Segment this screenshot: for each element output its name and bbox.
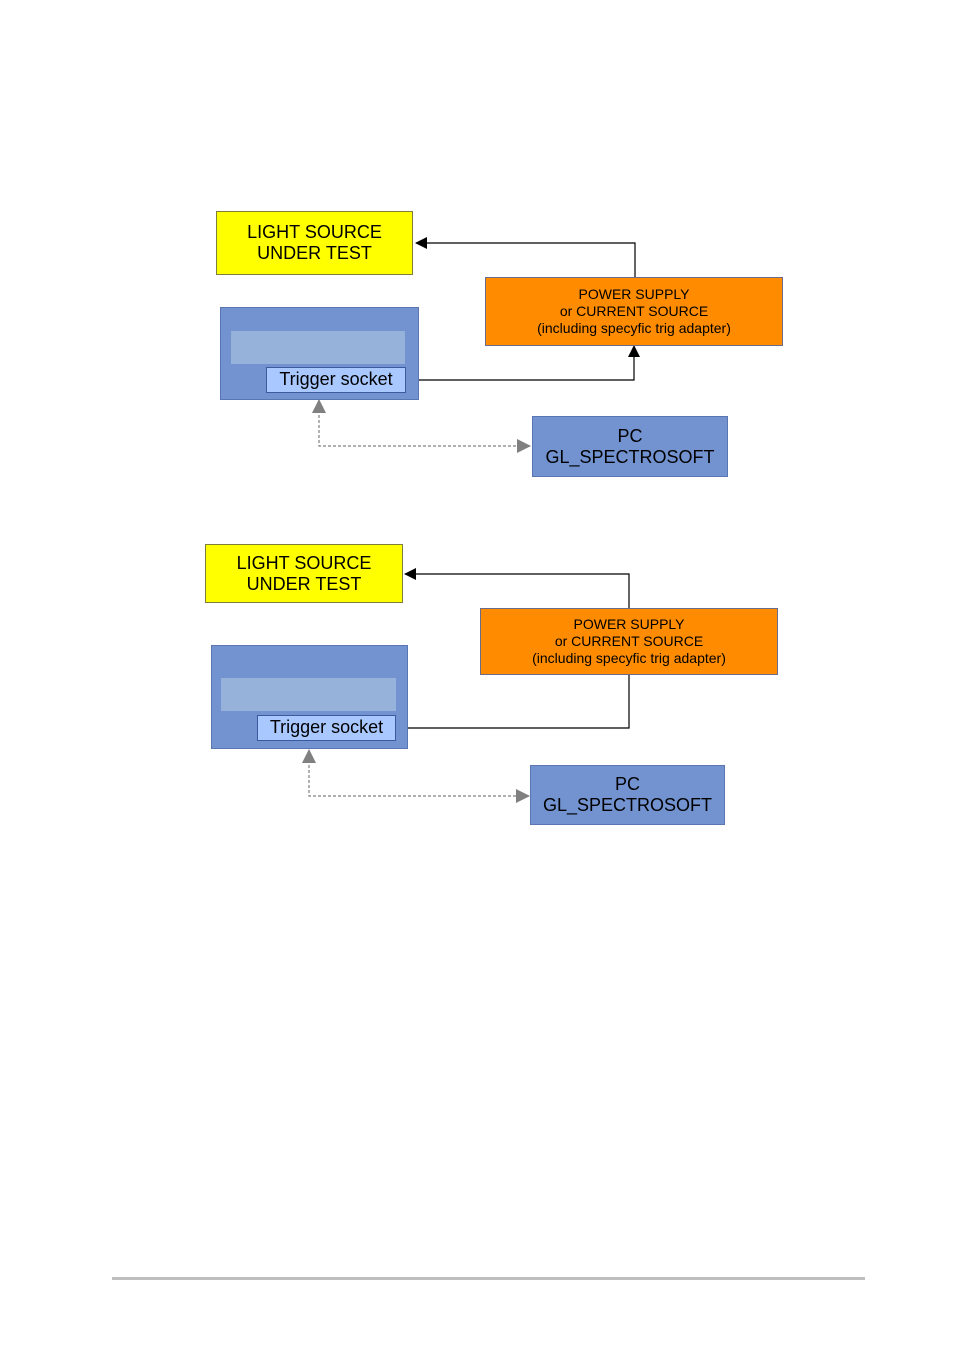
power-to-socket-arrow-2	[397, 675, 629, 728]
power-supply-box: POWER SUPPLY or CURRENT SOURCE (includin…	[485, 277, 783, 346]
power-supply-line2: or CURRENT SOURCE	[560, 303, 708, 320]
power-supply-line3: (including specyfic trig adapter)	[537, 320, 731, 337]
pc-line1: PC	[617, 426, 642, 447]
light-source-line2: UNDER TEST	[257, 243, 372, 264]
pc-line1: PC	[615, 774, 640, 795]
device-display	[221, 678, 396, 711]
power-to-light-arrow-1	[416, 243, 635, 278]
pc-box: PC GL_SPECTROSOFT	[530, 765, 725, 825]
power-supply-line1: POWER SUPPLY	[574, 616, 685, 633]
power-supply-line1: POWER SUPPLY	[579, 286, 690, 303]
power-supply-line2: or CURRENT SOURCE	[555, 633, 703, 650]
light-source-line1: LIGHT SOURCE	[237, 553, 372, 574]
power-supply-box: POWER SUPPLY or CURRENT SOURCE (includin…	[480, 608, 778, 675]
device-pc-link-2	[309, 750, 529, 796]
light-source-box: LIGHT SOURCE UNDER TEST	[216, 211, 413, 275]
light-source-box: LIGHT SOURCE UNDER TEST	[205, 544, 403, 603]
pc-box: PC GL_SPECTROSOFT	[532, 416, 728, 477]
pc-line2: GL_SPECTROSOFT	[543, 795, 712, 816]
socket-to-power-arrow-1	[405, 346, 634, 380]
trigger-socket-label: Trigger socket	[279, 369, 392, 389]
device-pc-link-1	[319, 400, 530, 446]
device-display	[231, 331, 405, 364]
power-to-light-arrow-2	[405, 574, 629, 609]
pc-line2: GL_SPECTROSOFT	[545, 447, 714, 468]
trigger-socket: Trigger socket	[266, 367, 406, 393]
power-supply-line3: (including specyfic trig adapter)	[532, 650, 726, 667]
trigger-socket: Trigger socket	[257, 715, 396, 741]
footer-divider	[112, 1277, 865, 1280]
light-source-line1: LIGHT SOURCE	[247, 222, 382, 243]
light-source-line2: UNDER TEST	[247, 574, 362, 595]
trigger-socket-label: Trigger socket	[270, 717, 383, 737]
